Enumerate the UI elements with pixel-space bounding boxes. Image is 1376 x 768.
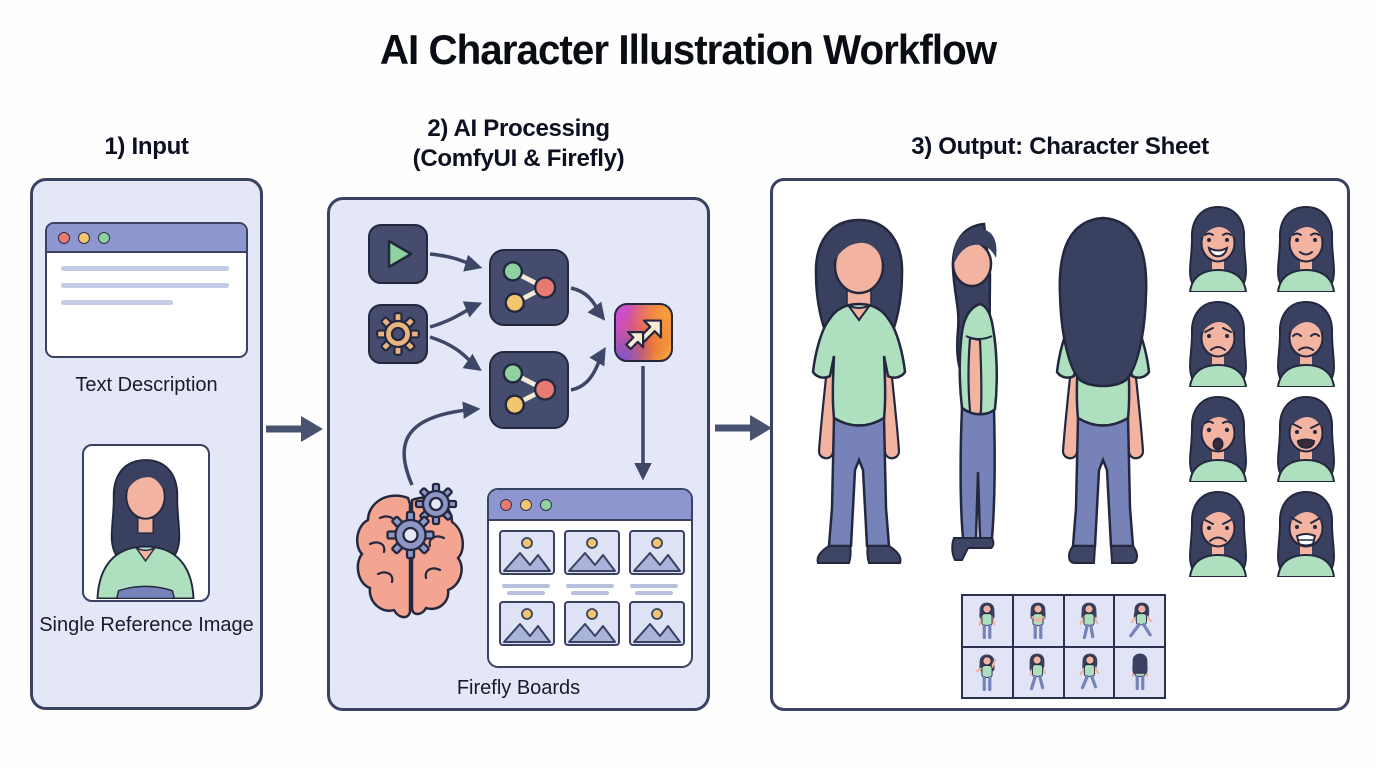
expression-face-shouting: [1276, 395, 1336, 482]
window-dot-red-icon: [58, 231, 70, 244]
pose-standing-back: [1115, 647, 1164, 697]
node-graph-icon: [502, 363, 557, 415]
expression-face-content: [1276, 205, 1336, 292]
firefly-app-node: [614, 303, 673, 362]
pose-waving: [963, 647, 1012, 697]
expression-face-furious: [1276, 490, 1336, 577]
expression-grid: [1178, 202, 1348, 582]
firefly-arrows-icon: [624, 318, 662, 350]
pose-arms-crossed: [1013, 596, 1063, 646]
input-section-heading: 1) Input: [104, 133, 189, 160]
card-caption-lines: [563, 581, 618, 595]
window-title-bar: [47, 224, 246, 253]
reference-image-thumbnail: [82, 444, 210, 602]
image-card-icon: [629, 530, 685, 575]
pose-grid: [961, 594, 1166, 699]
page-title: AI Character Illustration Workflow: [379, 26, 997, 73]
window-dot-red-icon: [500, 498, 512, 511]
firefly-boards-window: [487, 488, 693, 668]
prompt-text-lines: [47, 253, 246, 305]
play-node: [368, 224, 428, 284]
character-back-view: [1055, 216, 1151, 564]
flow-arrow-processing-to-output: [715, 415, 772, 441]
character-front-view: [811, 218, 907, 564]
flow-arrow-input-to-processing: [266, 416, 323, 442]
pose-standing-front: [963, 596, 1012, 646]
processing-heading-line1: 2) AI Processing: [427, 115, 610, 142]
window-dot-green-icon: [540, 498, 552, 511]
processing-section-heading: 2) AI Processing (ComfyUI & Firefly): [327, 114, 710, 174]
image-card-icon: [499, 530, 555, 575]
expression-face-surprised: [1188, 395, 1248, 482]
image-card-icon: [564, 601, 620, 646]
window-dot-yellow-icon: [78, 231, 90, 244]
boards-title-bar: [489, 490, 691, 521]
expression-face-worried: [1188, 300, 1248, 387]
text-line: [61, 266, 229, 271]
image-card-icon: [629, 601, 685, 646]
firefly-boards-label: Firefly Boards: [456, 677, 581, 699]
comfyui-node-graph-2: [489, 351, 569, 429]
window-dot-yellow-icon: [520, 498, 532, 511]
pose-walking-side: [1064, 647, 1114, 697]
pose-turning: [1013, 647, 1063, 697]
processing-heading-line2: (ComfyUI & Firefly): [412, 145, 625, 172]
output-section-heading: 3) Output: Character Sheet: [911, 133, 1209, 160]
expression-face-happy: [1188, 205, 1248, 292]
card-caption-lines: [626, 581, 681, 595]
reference-image-label: Single Reference Image: [39, 614, 254, 636]
brain-gears-icon: [355, 482, 465, 619]
settings-node: [368, 304, 428, 364]
pose-walking: [1064, 596, 1114, 646]
reference-character-bust: [96, 459, 195, 599]
card-caption-lines: [499, 581, 554, 595]
play-icon: [387, 239, 413, 269]
node-graph-icon: [502, 260, 557, 313]
text-prompt-window: [45, 222, 248, 358]
expression-face-annoyed: [1188, 490, 1248, 577]
text-line: [61, 300, 173, 305]
window-dot-green-icon: [98, 231, 110, 244]
image-card-icon: [564, 530, 620, 575]
text-line: [61, 283, 229, 288]
pose-striding: [1115, 596, 1164, 646]
expression-face-sad: [1276, 300, 1336, 387]
gear-icon: [376, 312, 420, 356]
boards-grid: [489, 521, 691, 654]
text-description-label: Text Description: [75, 374, 218, 396]
image-card-icon: [499, 601, 555, 646]
character-side-view: [951, 222, 998, 561]
comfyui-node-graph-1: [489, 249, 569, 326]
